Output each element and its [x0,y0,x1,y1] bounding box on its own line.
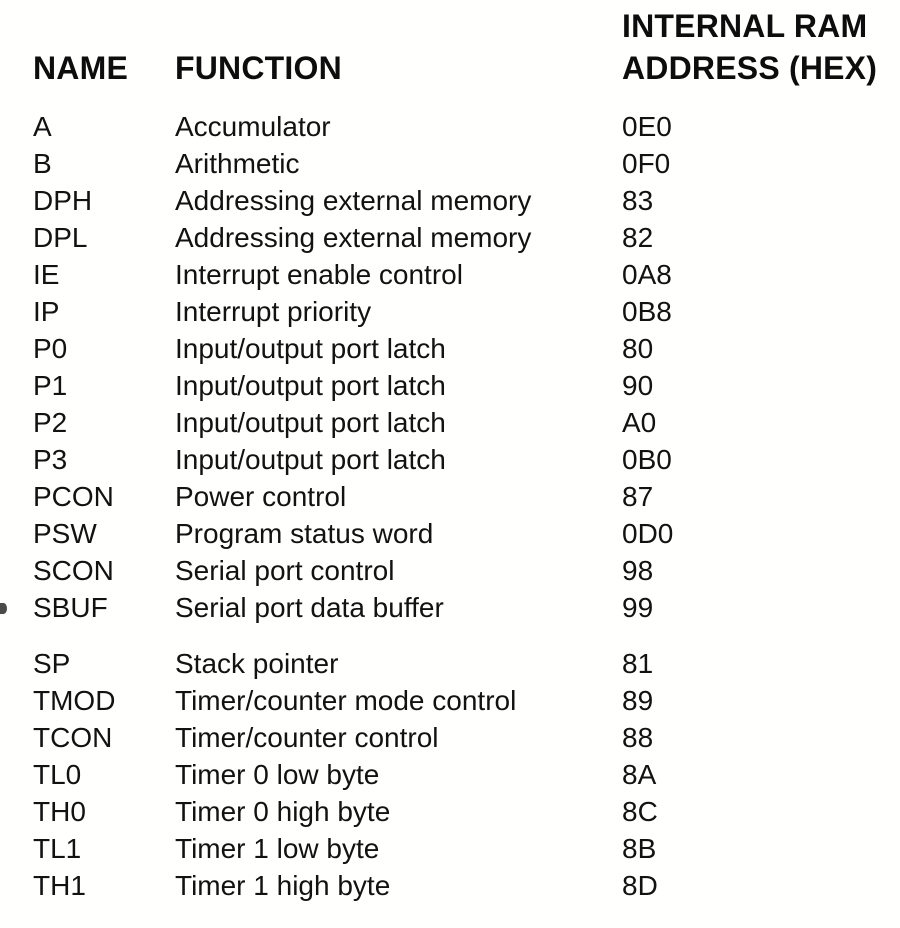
register-function: Timer/counter mode control [175,685,517,716]
register-name: DPH [33,185,93,216]
table-row: SBUF Serial port data buffer 99 [33,589,900,626]
register-address: 0B0 [622,444,672,475]
register-address: 8B [622,833,657,864]
register-function: Input/output port latch [175,333,446,364]
register-function: Timer 1 low byte [175,833,380,864]
register-address: A0 [622,407,657,438]
register-function: Program status word [175,518,434,549]
register-name: P3 [33,444,68,475]
register-name: TL1 [33,833,82,864]
scan-artifact [0,603,7,614]
register-name: P1 [33,370,68,401]
register-name: TCON [33,722,113,753]
register-address: 8D [622,870,658,901]
register-address: 89 [622,685,654,716]
table-row: TH1 Timer 1 high byte 8D [33,867,900,904]
register-name: IP [33,296,60,327]
register-function: Input/output port latch [175,370,446,401]
header-address: INTERNAL RAM ADDRESS (HEX) [622,5,900,89]
register-address: 0F0 [622,148,671,179]
register-address: 87 [622,481,654,512]
register-address: 83 [622,185,654,216]
register-name: PSW [33,518,97,549]
table-header: NAME FUNCTION INTERNAL RAM ADDRESS (HEX) [33,5,900,89]
header-name: NAME [33,50,129,86]
register-name: SCON [33,555,114,586]
table-row: SP Stack pointer 81 [33,645,900,682]
table-row: A Accumulator 0E0 [33,108,900,145]
register-function: Accumulator [175,111,331,142]
table-row: IE Interrupt enable control 0A8 [33,256,900,293]
table-row: DPH Addressing external memory 83 [33,182,900,219]
register-function: Timer 1 high byte [175,870,391,901]
register-function: Input/output port latch [175,407,446,438]
register-name: IE [33,259,60,290]
table-row: SCON Serial port control 98 [33,552,900,589]
register-address: 0A8 [622,259,672,290]
register-function: Serial port data buffer [175,592,444,623]
table-row: P2 Input/output port latch A0 [33,404,900,441]
register-name: B [33,148,52,179]
table-body: A Accumulator 0E0 B Arithmetic 0F0 DPH A… [33,108,900,904]
register-function: Timer 0 high byte [175,796,391,827]
register-function: Stack pointer [175,648,339,679]
table-row: P3 Input/output port latch 0B0 [33,441,900,478]
register-name: TH0 [33,796,86,827]
register-name: SBUF [33,592,108,623]
register-function: Addressing external memory [175,222,532,253]
table-row: P1 Input/output port latch 90 [33,367,900,404]
table-row: TCON Timer/counter control 88 [33,719,900,756]
register-function: Timer/counter control [175,722,439,753]
table-row: TL1 Timer 1 low byte 8B [33,830,900,867]
table-row: IP Interrupt priority 0B8 [33,293,900,330]
register-function: Power control [175,481,347,512]
table-row: PSW Program status word 0D0 [33,515,900,552]
register-name: PCON [33,481,114,512]
table-row: PCON Power control 87 [33,478,900,515]
register-name: P2 [33,407,68,438]
register-name: TL0 [33,759,82,790]
register-address: 0E0 [622,111,672,142]
table-row: DPL Addressing external memory 82 [33,219,900,256]
register-address: 98 [622,555,654,586]
register-name: SP [33,648,71,679]
register-function: Interrupt enable control [175,259,463,290]
header-function: FUNCTION [175,50,342,86]
register-address: 8C [622,796,658,827]
register-group: A Accumulator 0E0 B Arithmetic 0F0 DPH A… [33,108,900,626]
register-address: 0B8 [622,296,672,327]
register-name: P0 [33,333,68,364]
register-address: 82 [622,222,654,253]
table-row: B Arithmetic 0F0 [33,145,900,182]
register-address: 81 [622,648,654,679]
register-function: Arithmetic [175,148,300,179]
header-address-line1: INTERNAL RAM [622,8,868,44]
table-row: TMOD Timer/counter mode control 89 [33,682,900,719]
register-function: Addressing external memory [175,185,532,216]
register-function: Timer 0 low byte [175,759,380,790]
register-name: A [33,111,52,142]
register-address: 8A [622,759,657,790]
register-name: TMOD [33,685,116,716]
register-name: TH1 [33,870,86,901]
register-name: DPL [33,222,88,253]
register-address: 0D0 [622,518,674,549]
register-function: Interrupt priority [175,296,372,327]
register-address: 88 [622,722,654,753]
table-row: TL0 Timer 0 low byte 8A [33,756,900,793]
register-address: 90 [622,370,654,401]
register-address: 80 [622,333,654,364]
register-address: 99 [622,592,654,623]
header-address-line2: ADDRESS (HEX) [622,50,878,86]
register-function: Input/output port latch [175,444,446,475]
register-function: Serial port control [175,555,395,586]
table-row: TH0 Timer 0 high byte 8C [33,793,900,830]
register-group: SP Stack pointer 81 TMOD Timer/counter m… [33,645,900,904]
table-row: P0 Input/output port latch 80 [33,330,900,367]
